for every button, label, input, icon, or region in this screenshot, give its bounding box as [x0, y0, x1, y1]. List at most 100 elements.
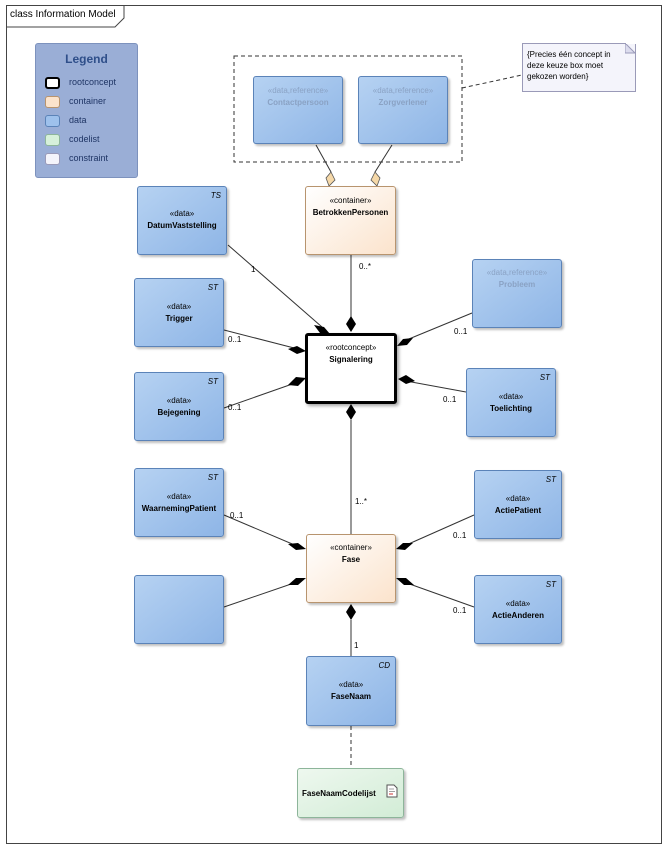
type-label: CD	[378, 661, 390, 670]
line-actiepatient	[403, 514, 475, 547]
class-fasenaamcodelijst[interactable]: FaseNaamCodelijst	[297, 768, 404, 818]
choice-box-outline	[233, 55, 463, 163]
diagram-tab-label: class Information Model	[10, 9, 116, 20]
frame-tab-outline	[6, 5, 125, 28]
type-label: ST	[539, 373, 550, 382]
mult-datumvaststelling: 1	[251, 265, 256, 274]
document-icon	[386, 784, 398, 798]
data-swatch	[45, 115, 60, 127]
class-name: WaarnemingPatient	[141, 504, 217, 513]
class-name: ActieAnderen	[491, 611, 544, 620]
class-name: ActiePatient	[494, 506, 542, 515]
class-name: FaseNaamCodelijst	[302, 789, 376, 798]
legend-panel: Legend rootconcept container data codeli…	[35, 43, 138, 178]
class-actieanderen[interactable]: ST «data» ActieAnderen	[474, 575, 562, 644]
constraint-note[interactable]: {Precies één concept in deze keuze box m…	[522, 43, 636, 92]
type-label: ST	[207, 377, 218, 386]
container-swatch	[45, 96, 60, 108]
legend-label: container	[69, 96, 107, 106]
note-line: deze keuze box moet	[527, 61, 604, 70]
class-fasenaam[interactable]: CD «data» FaseNaam	[306, 656, 396, 726]
diamond-toelichting	[398, 375, 415, 384]
line-toelichting	[405, 380, 467, 393]
class-toelichting[interactable]: ST «data» Toelichting	[466, 368, 556, 437]
type-label: ST	[545, 475, 556, 484]
mult-fase: 1..*	[355, 497, 368, 506]
legend-title: Legend	[65, 52, 108, 66]
class-name: FaseNaam	[330, 692, 372, 701]
class-name: BetrokkenPersonen	[312, 208, 389, 217]
class-datumvaststelling[interactable]: TS «data» DatumVaststelling	[137, 186, 227, 255]
class-betrokkenpersonen[interactable]: «container» BetrokkenPersonen	[305, 186, 396, 255]
class-name: Toelichting	[489, 404, 533, 413]
stereotype-label: «data»	[166, 396, 192, 405]
class-actiepatient[interactable]: ST «data» ActiePatient	[474, 470, 562, 539]
stereotype-label: «data,reference»	[267, 86, 329, 95]
stereotype-label: «data»	[166, 492, 192, 501]
class-probleem[interactable]: «data,reference» Probleem	[472, 259, 562, 328]
diamond-waarnemingandere	[288, 578, 306, 585]
stereotype-label: «rootconcept»	[325, 343, 377, 352]
class-trigger[interactable]: ST «data» Trigger	[134, 278, 224, 347]
type-label: ST	[545, 580, 556, 589]
stereotype-label: «data»	[166, 302, 192, 311]
legend-label: codelist	[69, 134, 100, 144]
class-waarnemingandere[interactable]	[134, 575, 224, 644]
line-trigger	[223, 329, 299, 350]
line-bejegening	[223, 381, 299, 409]
legend-label: data	[69, 115, 87, 125]
note-line: gekozen worden}	[527, 72, 589, 81]
mult-actiepatient: 0..1	[453, 531, 467, 540]
stereotype-label: «data»	[505, 494, 531, 503]
note-line: {Precies één concept in	[527, 50, 611, 59]
constraint-swatch	[45, 153, 60, 165]
codelist-swatch	[45, 134, 60, 146]
diamond-bejegening	[288, 377, 306, 386]
class-fase[interactable]: «container» Fase	[306, 534, 396, 603]
class-name: Fase	[341, 555, 361, 564]
diamond-probleem	[397, 338, 413, 346]
legend-label: constraint	[69, 153, 109, 163]
note-fold-icon	[625, 43, 636, 54]
class-signalering[interactable]: «rootconcept» Signalering	[305, 333, 397, 404]
stereotype-label: «data»	[338, 680, 364, 689]
link-contactpersoon	[315, 144, 332, 173]
link-zorgverlener	[374, 144, 393, 173]
diamond-betrokken	[346, 316, 356, 332]
class-contactpersoon[interactable]: «data,reference» Contactpersoon	[253, 76, 343, 144]
mult-trigger: 0..1	[228, 335, 242, 344]
diamond-contactpersoon	[325, 171, 336, 187]
class-bejegening[interactable]: ST «data» Bejegening	[134, 372, 224, 441]
class-waarnemingpatient[interactable]: ST «data» WaarnemingPatient	[134, 468, 224, 537]
mult-fasenaam: 1	[354, 641, 359, 650]
class-name: Contactpersoon	[267, 98, 329, 107]
stereotype-label: «data,reference»	[372, 86, 434, 95]
mult-bejegening: 0..1	[228, 403, 242, 412]
stereotype-label: «data»	[169, 209, 195, 218]
type-label: ST	[207, 283, 218, 292]
class-name: Bejegening	[157, 408, 201, 417]
stereotype-label: «data,reference»	[486, 268, 548, 277]
line-waarnemingpatient	[223, 514, 298, 547]
class-zorgverlener[interactable]: «data,reference» Zorgverlener	[358, 76, 448, 144]
type-label: ST	[207, 473, 218, 482]
mult-betrokkenpersonen: 0..*	[359, 262, 372, 271]
mult-actieanderen: 0..1	[453, 606, 467, 615]
line-waarnemingandere	[223, 581, 298, 608]
mult-toelichting: 0..1	[443, 395, 457, 404]
diamond-waarnemingpatient	[288, 543, 306, 550]
diamond-zorgverlener	[370, 171, 381, 187]
class-name: DatumVaststelling	[147, 221, 217, 230]
type-label: TS	[210, 191, 221, 200]
line-datumvaststelling	[227, 244, 323, 328]
class-name: Trigger	[165, 314, 193, 323]
diamond-fase	[346, 404, 356, 420]
diamond-actiepatient	[396, 543, 413, 550]
stereotype-label: «data»	[505, 599, 531, 608]
legend-label: rootconcept	[69, 77, 117, 87]
stereotype-label: «data»	[498, 392, 524, 401]
diamond-actieanderen	[396, 578, 414, 585]
note-link	[461, 74, 523, 89]
stereotype-label: «container»	[329, 196, 372, 205]
